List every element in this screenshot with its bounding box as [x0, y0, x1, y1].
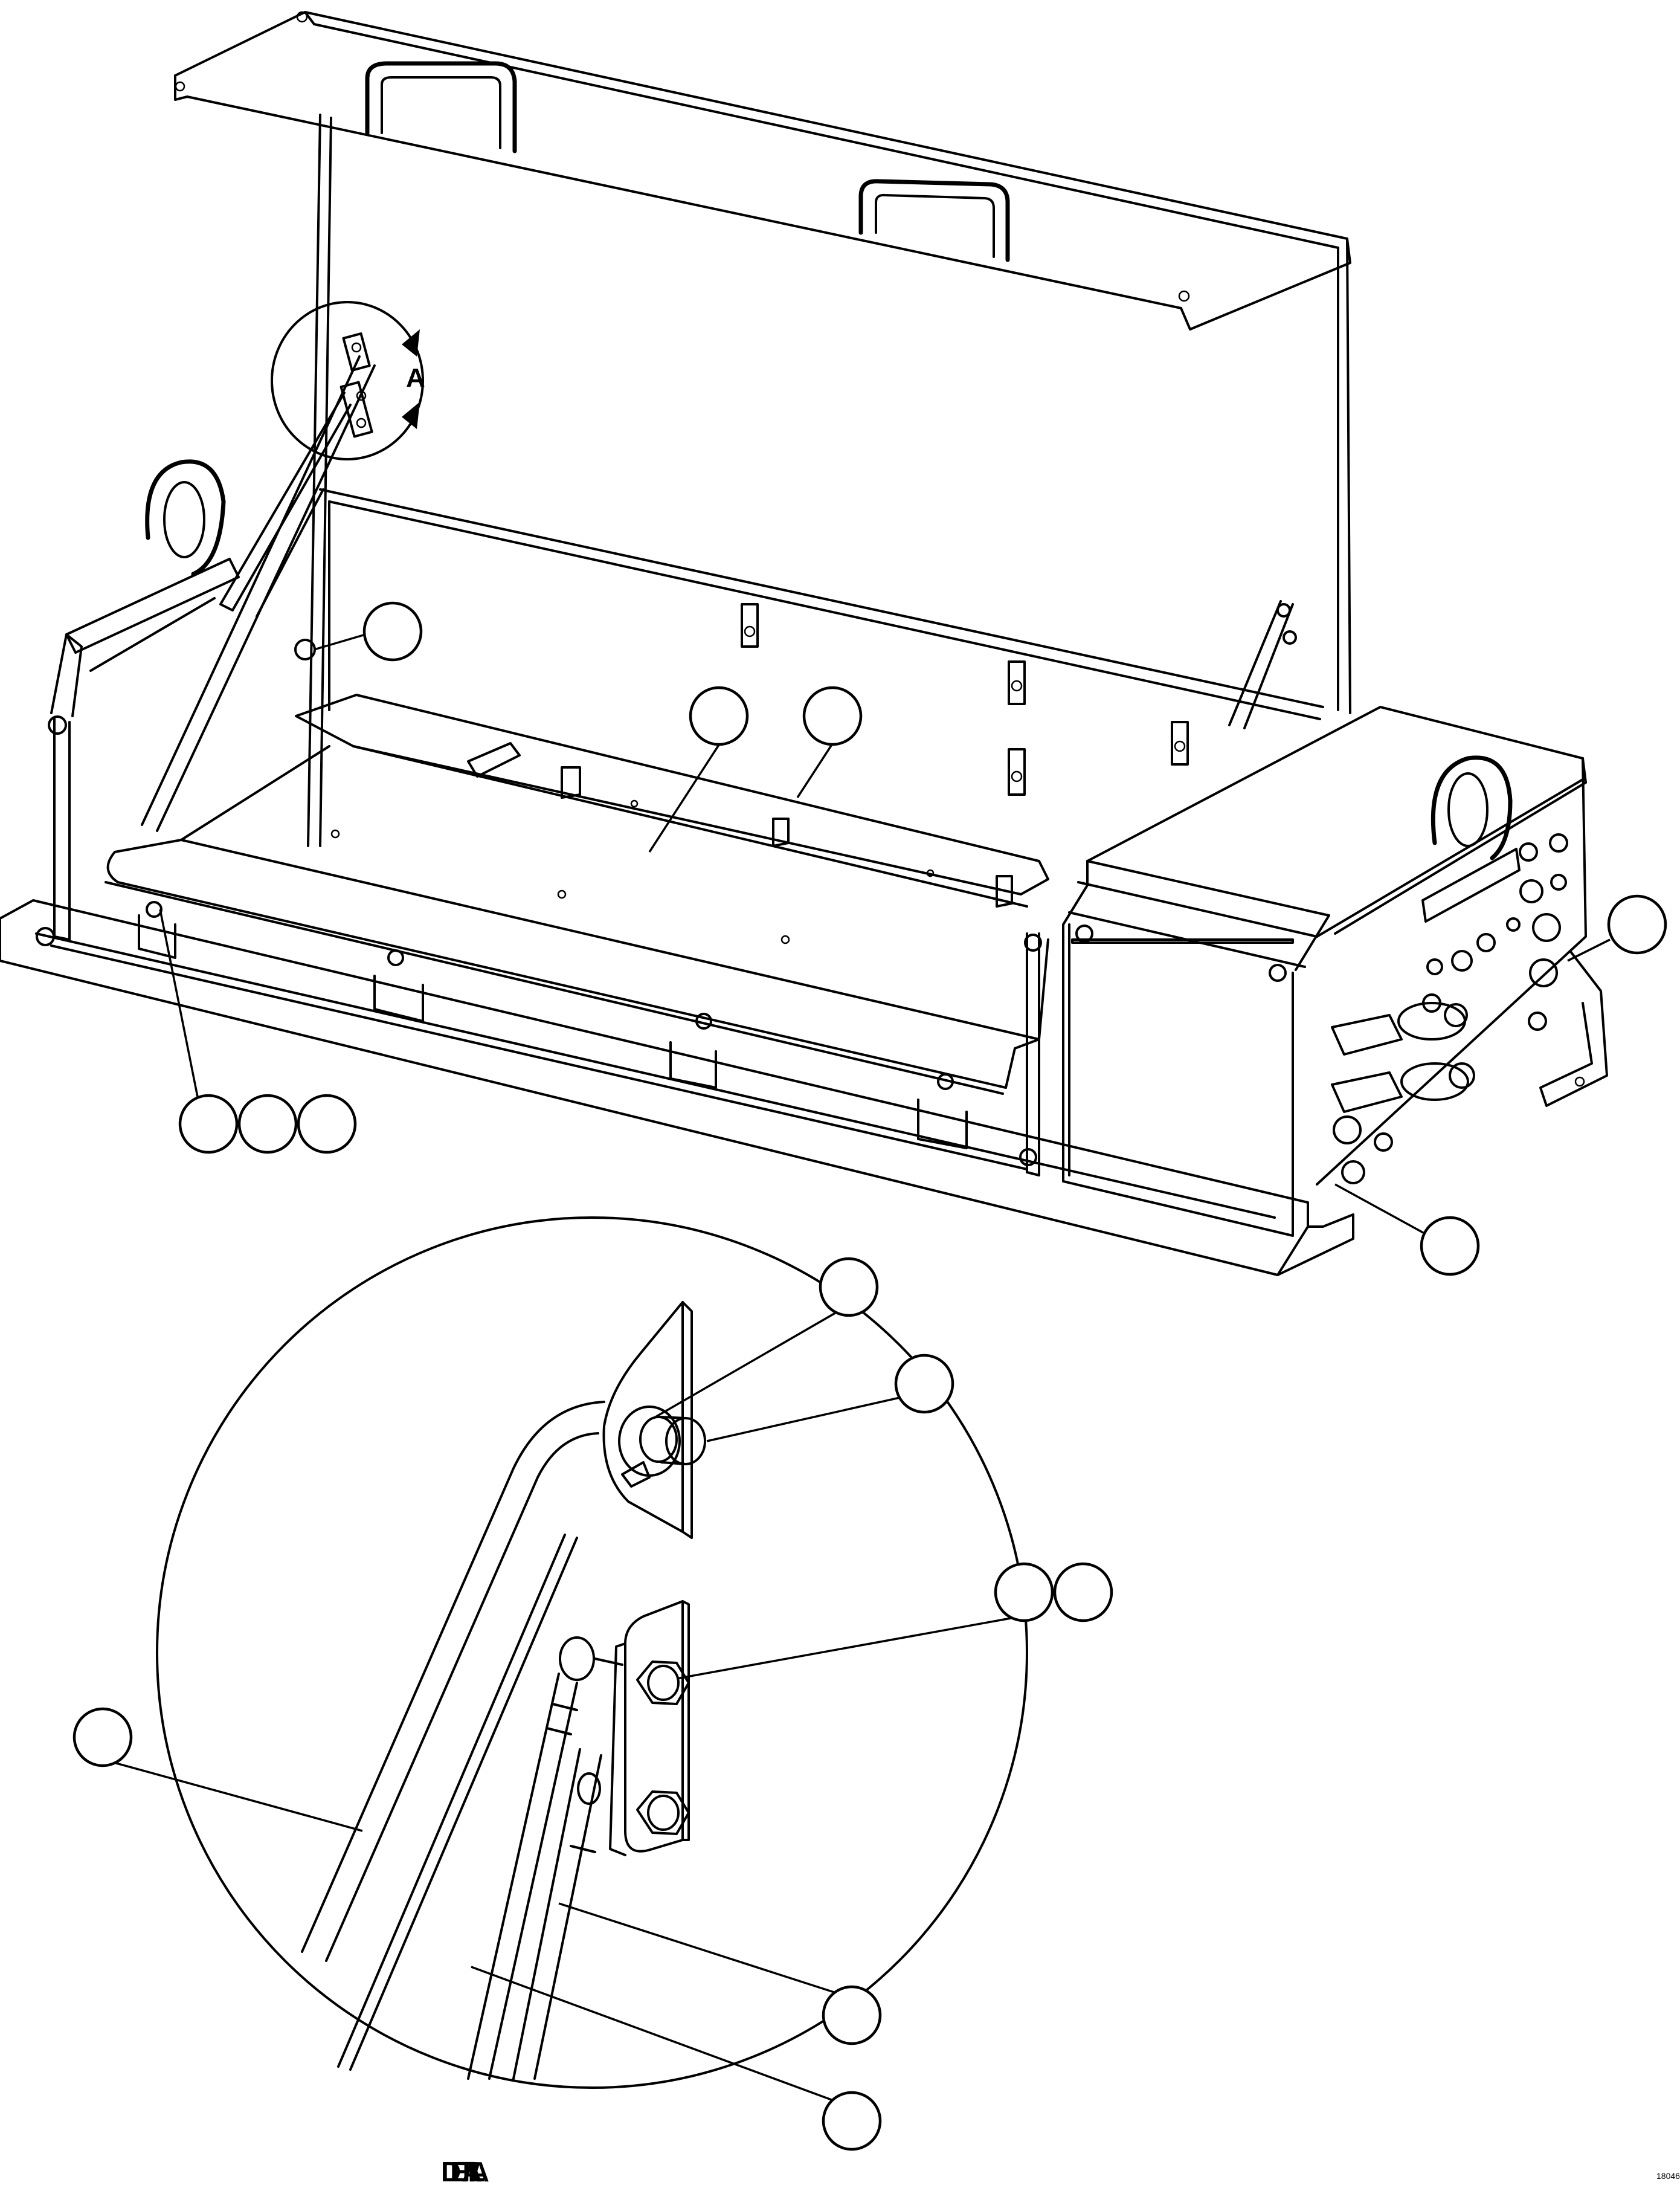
- balloon-left-bolt-2: [237, 1094, 298, 1154]
- leader-lines: [87, 633, 1611, 2104]
- balloon-detail-gas-strut-body: [822, 2091, 882, 2151]
- balloon-detail-nut-2: [1053, 1562, 1113, 1622]
- balloon-right-box-side: [1607, 894, 1667, 955]
- left-gas-struts: [141, 355, 376, 832]
- control-box: [1062, 706, 1608, 1237]
- balloon-detail-bracket: [819, 1257, 879, 1317]
- balloon-left-bolt-1: [178, 1094, 239, 1154]
- balloon-tray-rail: [802, 686, 863, 746]
- main-assembly-view: A: [0, 11, 1608, 1276]
- right-gas-strut: [1228, 600, 1297, 729]
- balloon-detail-gas-strut-rod: [822, 1985, 882, 2045]
- view-letter: A: [406, 363, 425, 393]
- balloon-detail-pivot-pin: [894, 1354, 954, 1414]
- balloon-left-bolt-3: [297, 1094, 357, 1154]
- left-frame: [36, 459, 240, 946]
- balloon-tray-center: [689, 686, 749, 746]
- balloon-upper-left-panel: [362, 601, 423, 662]
- balloons: [72, 601, 1667, 2151]
- detail-a-view: [156, 1216, 1028, 2089]
- box-back-wall: [294, 488, 1324, 796]
- inner-tray: [105, 694, 1049, 1095]
- balloon-detail-lid-frame: [72, 1707, 133, 1767]
- balloon-right-box-bottom: [1420, 1216, 1480, 1276]
- balloon-detail-nut-1: [994, 1562, 1054, 1622]
- detail-title: DETAIL A: [441, 2156, 489, 2187]
- lid: [174, 11, 1351, 847]
- detail-a-callout: A: [271, 301, 425, 460]
- base-frame: [0, 899, 1354, 1276]
- drawing-id: 180461: [1656, 2171, 1680, 2181]
